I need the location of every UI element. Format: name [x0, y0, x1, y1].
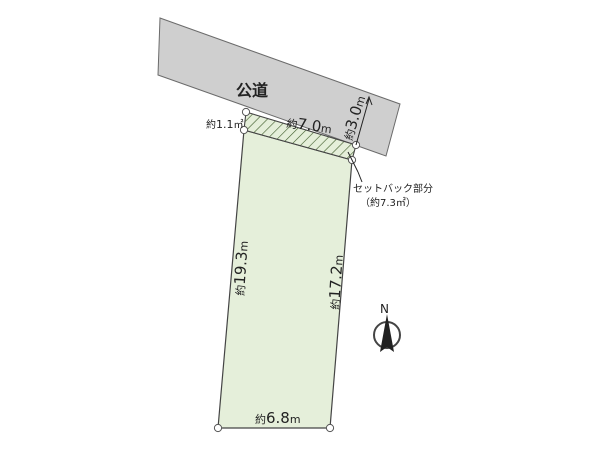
lot-right-length-label: 約17.2m: [325, 254, 347, 310]
lot-top-width-label: 約7.0m: [285, 113, 333, 137]
north-arrow-icon: [380, 314, 394, 352]
corner-point-top-left: [241, 107, 251, 117]
setback-label: セットバック部分: [353, 182, 433, 195]
corner-point-bottom-right: [325, 423, 335, 433]
north-label: N: [380, 302, 389, 316]
setback-leader-line: [347, 151, 359, 173]
corner-point-lot-top-left: [239, 125, 249, 135]
road-label: 公道: [236, 81, 268, 100]
road-width-dimension-line: [355, 98, 370, 146]
public-road: [157, 17, 401, 157]
lot-left-length-label: 約19.3m: [230, 240, 252, 296]
setback-area-label: （約7.3㎡）: [360, 196, 416, 209]
corner-setback-label: 約1.1㎡: [206, 118, 244, 131]
lot-bottom-width-label: 約6.8m: [255, 409, 301, 427]
road-width-arrow-icon: [365, 95, 373, 106]
setback-leader-line-2: [357, 171, 363, 183]
corner-point-bottom-left: [213, 423, 223, 433]
